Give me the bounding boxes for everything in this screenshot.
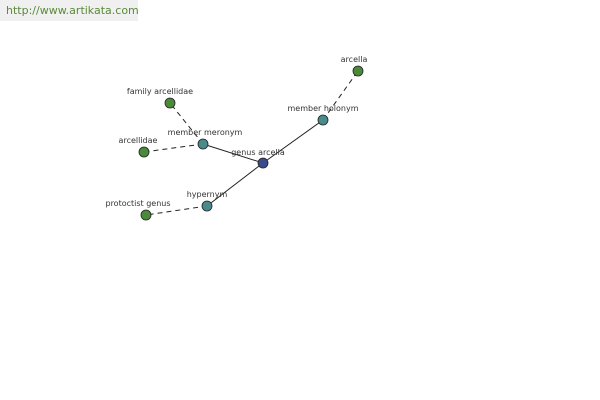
node-family[interactable] <box>164 97 176 109</box>
edge-genus-hypernym <box>206 162 264 207</box>
node-label-protoctist[interactable]: protoctist genus <box>105 199 170 208</box>
edge-genus-holonym <box>262 119 324 164</box>
url-banner: http://www.artikata.com <box>0 0 139 21</box>
labels-layer: genus arcella member holonym member merony… <box>105 55 367 208</box>
edge-meronym-family <box>169 102 204 145</box>
node-label-arcella[interactable]: arcella <box>341 55 368 64</box>
node-label-family[interactable]: family arcellidae <box>127 87 193 96</box>
site-url-link[interactable]: http://www.artikata.com <box>6 4 139 17</box>
node-protoctist[interactable] <box>140 209 152 221</box>
node-label-arcellidae[interactable]: arcellidae <box>119 136 158 145</box>
edges-layer <box>143 70 359 216</box>
nodes-layer <box>138 65 364 221</box>
edge-holonym-arcella <box>322 70 359 121</box>
node-genus[interactable] <box>257 157 269 169</box>
node-arcella[interactable] <box>352 65 364 77</box>
edge-genus-meronym <box>202 143 264 164</box>
node-label-holonym[interactable]: member holonym <box>287 104 358 113</box>
node-label-hypernym[interactable]: hypernym <box>187 190 228 199</box>
node-arcellidae[interactable] <box>138 146 150 158</box>
node-label-genus[interactable]: genus arcella <box>231 148 285 157</box>
node-meronym[interactable] <box>197 138 209 150</box>
edge-hypernym-protoctist <box>145 205 208 216</box>
node-holonym[interactable] <box>317 114 329 126</box>
edge-meronym-arcellidae <box>143 143 204 153</box>
node-label-meronym[interactable]: member meronym <box>168 128 243 137</box>
node-hypernym[interactable] <box>201 200 213 212</box>
